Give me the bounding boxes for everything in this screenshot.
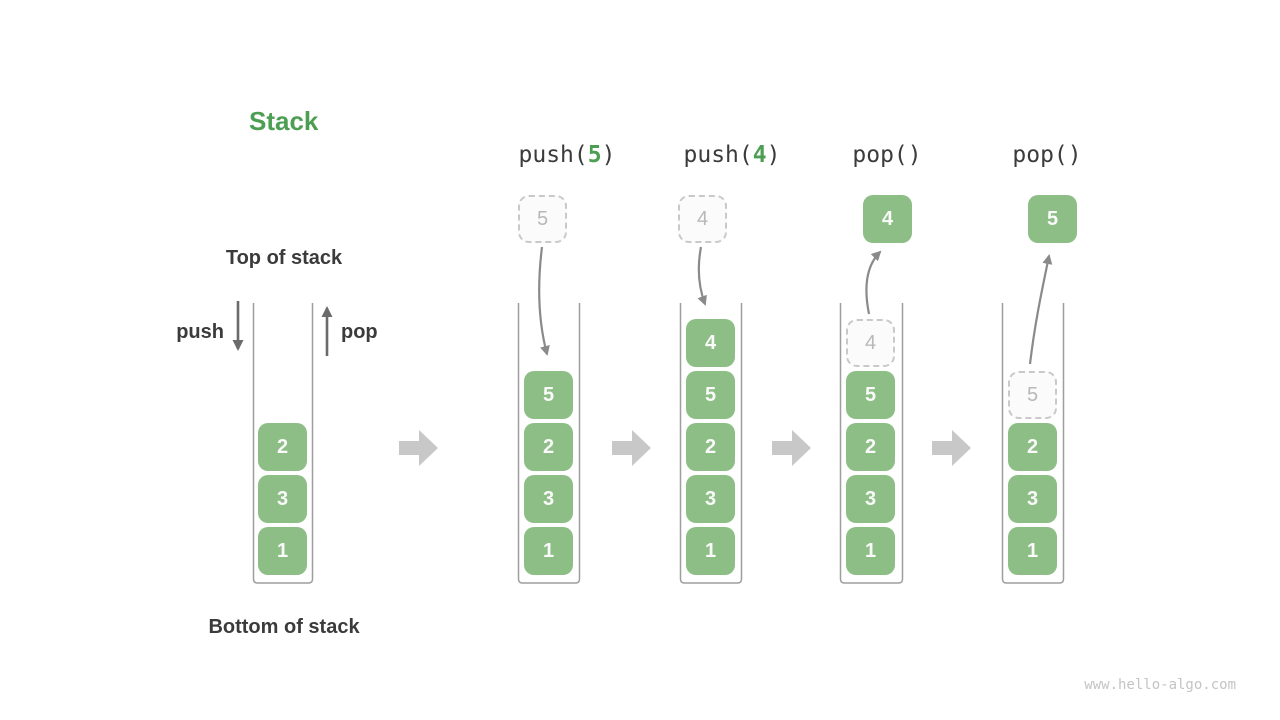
incoming-value-ghost: 4 (678, 195, 727, 243)
stack-cell: 3 (1008, 475, 1057, 523)
step-arrow-icon (932, 430, 971, 466)
stack-cell: 1 (1008, 527, 1057, 575)
push-label: push (176, 321, 224, 343)
operation-arg: 5 (587, 142, 602, 168)
push4-move-arrow-icon (697, 246, 707, 306)
stack-cell: 2 (686, 423, 735, 471)
stack-cell: 1 (686, 527, 735, 575)
stack-container-initial (252, 303, 314, 584)
stack-container-pop4 (839, 303, 904, 584)
stack-cell: 2 (524, 423, 573, 471)
operation-text: ) (601, 142, 616, 168)
operation-text: pop() (852, 142, 922, 168)
push5-move-arrow-icon (538, 246, 550, 356)
stack-cell: 1 (524, 527, 573, 575)
watermark: www.hello-algo.com (1084, 677, 1236, 693)
stack-cell: 5 (524, 371, 573, 419)
operation-text: ) (766, 142, 781, 168)
operation-label-push5: push(5) (519, 142, 616, 168)
removed-value-ghost: 5 (1008, 371, 1057, 419)
stack-cell: 3 (686, 475, 735, 523)
incoming-value-ghost: 5 (518, 195, 567, 243)
pop4-move-arrow-icon (865, 250, 882, 315)
step-arrow-icon (772, 430, 811, 466)
stack-cell: 2 (258, 423, 307, 471)
stack-cell: 3 (258, 475, 307, 523)
popped-value-cell: 5 (1028, 195, 1077, 243)
stack-cell: 3 (846, 475, 895, 523)
operation-arg: 4 (752, 142, 767, 168)
operation-text: push( (683, 142, 753, 168)
stack-container-pop5 (1001, 303, 1065, 584)
top-of-stack-label: Top of stack (225, 247, 343, 269)
operation-label-push4: push(4) (684, 142, 781, 168)
step-arrow-icon (612, 430, 651, 466)
stack-cell: 2 (1008, 423, 1057, 471)
bottom-of-stack-label: Bottom of stack (208, 616, 360, 638)
operation-label-pop-first: pop() (852, 142, 921, 168)
stack-cell: 3 (524, 475, 573, 523)
stack-container-push4 (679, 303, 743, 584)
stack-cell: 4 (686, 319, 735, 367)
pop5-move-arrow-icon (1028, 254, 1053, 365)
step-arrow-icon (399, 430, 438, 466)
stack-cell: 5 (846, 371, 895, 419)
popped-value-cell: 4 (863, 195, 912, 243)
stack-container-push5 (517, 303, 581, 584)
stack-cell: 2 (846, 423, 895, 471)
operation-text: push( (518, 142, 588, 168)
operation-text: pop() (1012, 142, 1082, 168)
operation-label-pop-second: pop() (1012, 142, 1081, 168)
diagram-title: Stack (249, 106, 319, 136)
stack-cell: 1 (258, 527, 307, 575)
stack-cell: 1 (846, 527, 895, 575)
pop-label: pop (341, 321, 378, 343)
stack-cell: 5 (686, 371, 735, 419)
removed-value-ghost: 4 (846, 319, 895, 367)
